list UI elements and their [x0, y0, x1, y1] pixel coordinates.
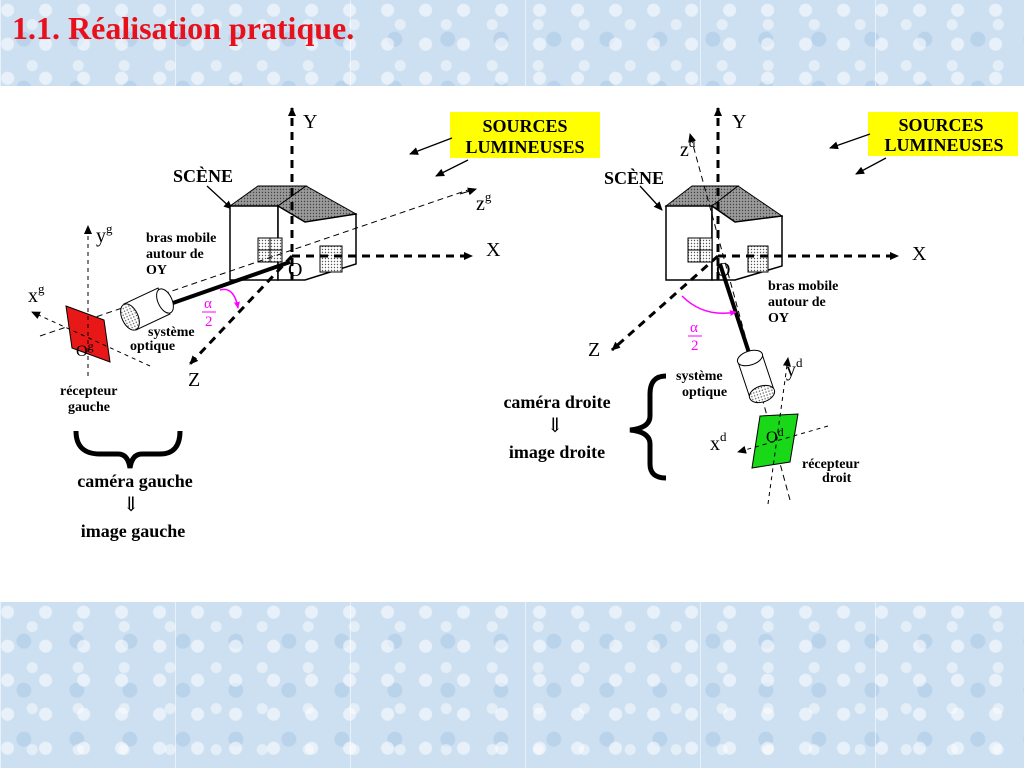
left-receptor-label-2: gauche — [68, 400, 110, 415]
left-alpha: α — [204, 296, 212, 312]
left-y-label: Y — [303, 111, 317, 133]
left-two: 2 — [205, 314, 213, 330]
left-xg-label: xg — [28, 281, 45, 307]
left-image-label: image gauche — [81, 521, 185, 541]
right-optical-system — [736, 349, 776, 404]
right-zd-label: zd — [680, 135, 696, 161]
left-z-label: Z — [188, 369, 200, 391]
left-optical-system — [120, 287, 174, 331]
right-camera-label: caméra droite — [503, 392, 610, 412]
right-x-label: X — [912, 243, 927, 265]
right-z-label: Z — [588, 339, 600, 361]
left-light-ray-2 — [435, 159, 469, 177]
left-implies-arrow: ⇓ — [123, 494, 140, 516]
bottom-background — [0, 602, 1024, 768]
left-zg-axis — [39, 189, 469, 337]
right-arm-label-2: autour de — [768, 295, 826, 310]
right-two: 2 — [691, 338, 699, 354]
left-arm-label-1: bras mobile — [146, 231, 216, 246]
left-xg-axis — [31, 311, 151, 367]
right-sources-box — [868, 112, 1018, 156]
left-sources-line2: LUMINEUSES — [465, 137, 584, 157]
left-origin-label: O — [288, 259, 302, 281]
right-xd-label: xd — [710, 429, 727, 455]
right-scene-pointer — [639, 185, 663, 211]
left-camera-label: caméra gauche — [77, 471, 192, 491]
left-house-door — [319, 245, 343, 273]
left-diagram: SOURCES LUMINEUSES SCÈNE Y X Z O zg — [28, 107, 600, 541]
left-receptor-label-1: récepteur — [60, 384, 118, 399]
left-x-label: X — [486, 239, 501, 261]
right-image-label: image droite — [509, 442, 605, 462]
left-optic-label-1: système — [148, 325, 195, 340]
right-implies-arrow: ⇓ — [547, 415, 564, 437]
left-arm-label-2: autour de — [146, 247, 204, 262]
left-yg-label: yg — [96, 221, 113, 247]
right-yd-label: yd — [786, 355, 803, 381]
left-z-axis — [188, 254, 294, 366]
right-light-ray-1 — [829, 133, 871, 150]
right-receptor — [751, 413, 799, 469]
left-light-ray-1 — [409, 137, 453, 155]
right-light-ray-2 — [855, 157, 887, 175]
left-zg-label: zg — [476, 189, 492, 215]
right-optic-label-1: système — [676, 369, 723, 384]
right-z-axis — [611, 254, 719, 352]
right-sources-line1: SOURCES — [898, 115, 983, 135]
right-scene-label: SCÈNE — [604, 167, 664, 188]
right-house-door — [747, 245, 769, 273]
left-arm — [169, 260, 291, 306]
right-y-label: Y — [732, 111, 746, 133]
left-sources-line1: SOURCES — [482, 116, 567, 136]
right-receptor-label-1: récepteur — [802, 457, 860, 472]
left-arm-label-3: OY — [146, 263, 167, 278]
right-receptor-label-2: droit — [822, 471, 852, 486]
right-sources-line2: LUMINEUSES — [884, 135, 1003, 155]
left-angle-arc — [219, 288, 240, 309]
diagram-area — [0, 86, 1024, 602]
right-optic-label-2: optique — [682, 385, 727, 400]
right-house — [664, 185, 784, 281]
right-brace — [629, 373, 667, 481]
right-arm-label-3: OY — [768, 311, 789, 326]
right-alpha: α — [690, 320, 698, 336]
left-optic-label-2: optique — [130, 339, 175, 354]
left-scene-label: SCÈNE — [173, 165, 233, 186]
right-od-label: Od — [766, 425, 784, 446]
stereo-diagram: SOURCES LUMINEUSES SCÈNE Y X Z O zg — [28, 107, 1018, 541]
slide-title: 1.1. Réalisation pratique. — [12, 10, 355, 46]
left-sources-box — [450, 112, 600, 158]
right-diagram: SOURCES LUMINEUSES SCÈNE Y X Z O zd — [503, 107, 1018, 505]
left-house — [228, 185, 358, 281]
left-scene-pointer — [206, 185, 233, 210]
right-angle-arc — [681, 295, 737, 317]
left-brace — [73, 430, 183, 469]
right-yd-axis — [767, 357, 791, 505]
right-arm-label-1: bras mobile — [768, 279, 838, 294]
left-og-label: Og — [76, 339, 94, 360]
